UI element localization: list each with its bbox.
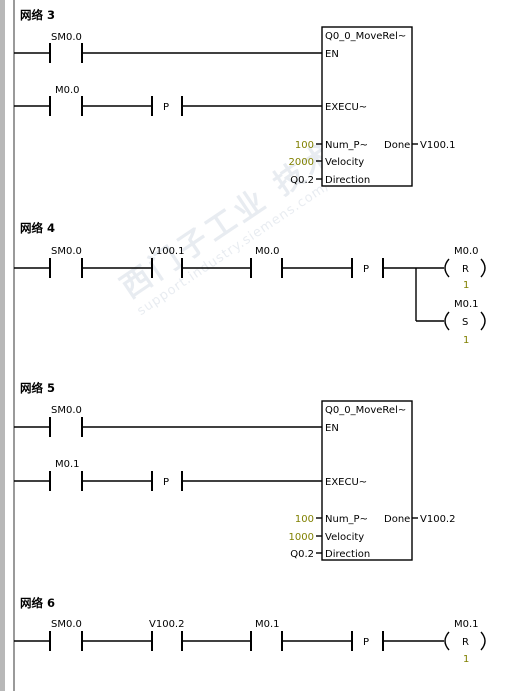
coil-type: S bbox=[462, 317, 468, 328]
contact-m0-0[interactable]: M0.0 bbox=[49, 85, 83, 116]
pin-direction: Direction bbox=[325, 175, 370, 186]
positive-transition-contact[interactable]: P bbox=[351, 631, 384, 651]
pin-en: EN bbox=[325, 49, 339, 60]
coil-type: R bbox=[462, 637, 469, 648]
contact-m0-0[interactable]: M0.0 bbox=[250, 246, 283, 278]
contact-sm0-0[interactable]: SM0.0 bbox=[49, 246, 83, 278]
pin-velocity: Velocity bbox=[325, 157, 364, 168]
contact-sm0-0[interactable]: SM0.0 bbox=[49, 619, 83, 651]
pin-done: Done bbox=[384, 514, 410, 525]
positive-transition-contact[interactable]: P bbox=[151, 471, 183, 491]
contact-sm0-0[interactable]: SM0.0 bbox=[49, 32, 83, 63]
contact-label: M0.0 bbox=[255, 246, 280, 257]
contact-v100-2[interactable]: V100.2 bbox=[149, 619, 184, 651]
network-title: 网络 3 bbox=[20, 8, 55, 22]
reset-coil-m0-0[interactable]: M0.0 R 1 bbox=[444, 246, 486, 291]
pin-velocity: Velocity bbox=[325, 532, 364, 543]
contact-m0-1[interactable]: M0.1 bbox=[49, 459, 83, 491]
contact-label: M0.0 bbox=[55, 85, 80, 96]
network-5: 网络 5 SM0.0 M0.1 P Q0_0_MoveRel~ EN EXECU… bbox=[14, 381, 455, 561]
pin-execu: EXECU~ bbox=[325, 102, 367, 113]
network-3: 网络 3 SM0.0 M0.0 P Q0_0_MoveRel~ EN EX bbox=[14, 8, 455, 187]
pin-num-p: Num_P~ bbox=[325, 140, 368, 151]
network-title: 网络 5 bbox=[20, 381, 55, 395]
input-value-num-p: 100 bbox=[295, 514, 314, 525]
coil-address: M0.1 bbox=[454, 299, 479, 310]
input-value-num-p: 100 bbox=[295, 140, 314, 151]
output-address: V100.1 bbox=[420, 140, 455, 151]
input-value-velocity: 2000 bbox=[289, 157, 314, 168]
input-value-direction: Q0.2 bbox=[290, 549, 314, 560]
input-value-velocity: 1000 bbox=[289, 532, 314, 543]
reset-coil-m0-1[interactable]: M0.1 R 1 bbox=[444, 619, 486, 665]
contact-label: SM0.0 bbox=[51, 619, 82, 630]
coil-type: R bbox=[462, 264, 469, 275]
p-label: P bbox=[163, 102, 169, 113]
pin-num-p: Num_P~ bbox=[325, 514, 368, 525]
contact-label: V100.1 bbox=[149, 246, 184, 257]
network-title: 网络 4 bbox=[20, 221, 55, 235]
coil-count: 1 bbox=[463, 335, 469, 346]
contact-label: M0.1 bbox=[55, 459, 80, 470]
positive-transition-contact[interactable]: P bbox=[351, 258, 384, 278]
positive-transition-contact[interactable]: P bbox=[151, 96, 183, 116]
p-label: P bbox=[163, 477, 169, 488]
set-coil-m0-1[interactable]: M0.1 S 1 bbox=[444, 299, 486, 346]
left-margin bbox=[0, 0, 5, 691]
contact-sm0-0[interactable]: SM0.0 bbox=[49, 405, 83, 437]
coil-address: M0.0 bbox=[454, 246, 479, 257]
p-label: P bbox=[363, 637, 369, 648]
contact-label: M0.1 bbox=[255, 619, 280, 630]
block-name: Q0_0_MoveRel~ bbox=[325, 405, 406, 416]
pin-done: Done bbox=[384, 140, 410, 151]
network-title: 网络 6 bbox=[20, 596, 55, 610]
input-value-direction: Q0.2 bbox=[290, 175, 314, 186]
coil-count: 1 bbox=[463, 654, 469, 665]
contact-label: SM0.0 bbox=[51, 246, 82, 257]
pin-execu: EXECU~ bbox=[325, 477, 367, 488]
network-6: 网络 6 SM0.0 V100.2 M0.1 P M0.1 bbox=[14, 596, 486, 665]
moverel-function-block[interactable]: Q0_0_MoveRel~ EN EXECU~ Num_P~ Velocity … bbox=[321, 26, 413, 187]
contact-label: SM0.0 bbox=[51, 405, 82, 416]
coil-count: 1 bbox=[463, 280, 469, 291]
contact-m0-1[interactable]: M0.1 bbox=[250, 619, 283, 651]
contact-label: V100.2 bbox=[149, 619, 184, 630]
coil-address: M0.1 bbox=[454, 619, 479, 630]
network-4: 网络 4 SM0.0 V100.1 M0.0 P M0.0 bbox=[14, 221, 486, 346]
contact-label: SM0.0 bbox=[51, 32, 82, 43]
pin-direction: Direction bbox=[325, 549, 370, 560]
moverel-function-block[interactable]: Q0_0_MoveRel~ EN EXECU~ Num_P~ Velocity … bbox=[321, 400, 413, 561]
output-address: V100.2 bbox=[420, 514, 455, 525]
block-name: Q0_0_MoveRel~ bbox=[325, 31, 406, 42]
contact-v100-1[interactable]: V100.1 bbox=[149, 246, 184, 278]
p-label: P bbox=[363, 264, 369, 275]
pin-en: EN bbox=[325, 423, 339, 434]
